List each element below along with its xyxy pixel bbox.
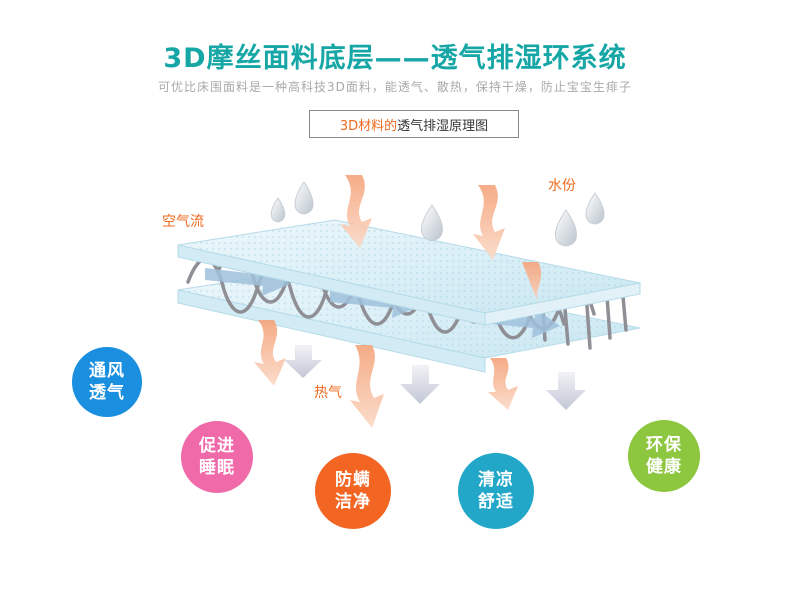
water-drop-icon (421, 204, 443, 242)
feature-eco: 环保健康 (628, 420, 700, 492)
water-drop-icon (270, 197, 286, 223)
moisture-arrows (254, 175, 542, 428)
feature-sleep: 促进睡眠 (181, 421, 253, 493)
top-fabric-layer (177, 219, 641, 326)
water-drop-icon (585, 192, 605, 225)
caption-rest: 透气排湿原理图 (397, 118, 489, 134)
feature-sleep-text: 促进睡眠 (199, 436, 235, 478)
bottom-fabric-layer (177, 264, 641, 373)
water-drop-icon (294, 181, 314, 215)
downward-arrows (284, 345, 586, 410)
feature-cool: 清凉舒适 (458, 453, 534, 529)
feature-anti-mite-text: 防螨洁净 (335, 470, 371, 512)
moisture-label: 水份 (548, 178, 576, 194)
page-title: 3D摩丝面料底层——透气排湿环系统 (163, 43, 627, 74)
feature-eco-text: 环保健康 (646, 435, 682, 477)
feature-anti-mite: 防螨洁净 (315, 453, 391, 529)
air-flow-label: 空气流 (162, 214, 204, 230)
heat-label: 热气 (314, 385, 342, 401)
water-drop-icon (555, 209, 577, 247)
diagram-caption: 3D材料的透气排湿原理图 (309, 110, 519, 138)
feature-cool-text: 清凉舒适 (478, 470, 514, 512)
caption-highlight: 3D材料的 (339, 118, 398, 134)
feature-ventilation: 通风透气 (72, 347, 142, 417)
page-subtitle: 可优比床围面料是一种高科技3D面料，能透气、散热，保持干燥，防止宝宝生痱子 (158, 80, 632, 94)
water-drops (270, 181, 605, 247)
feature-ventilation-text: 通风透气 (89, 361, 125, 403)
